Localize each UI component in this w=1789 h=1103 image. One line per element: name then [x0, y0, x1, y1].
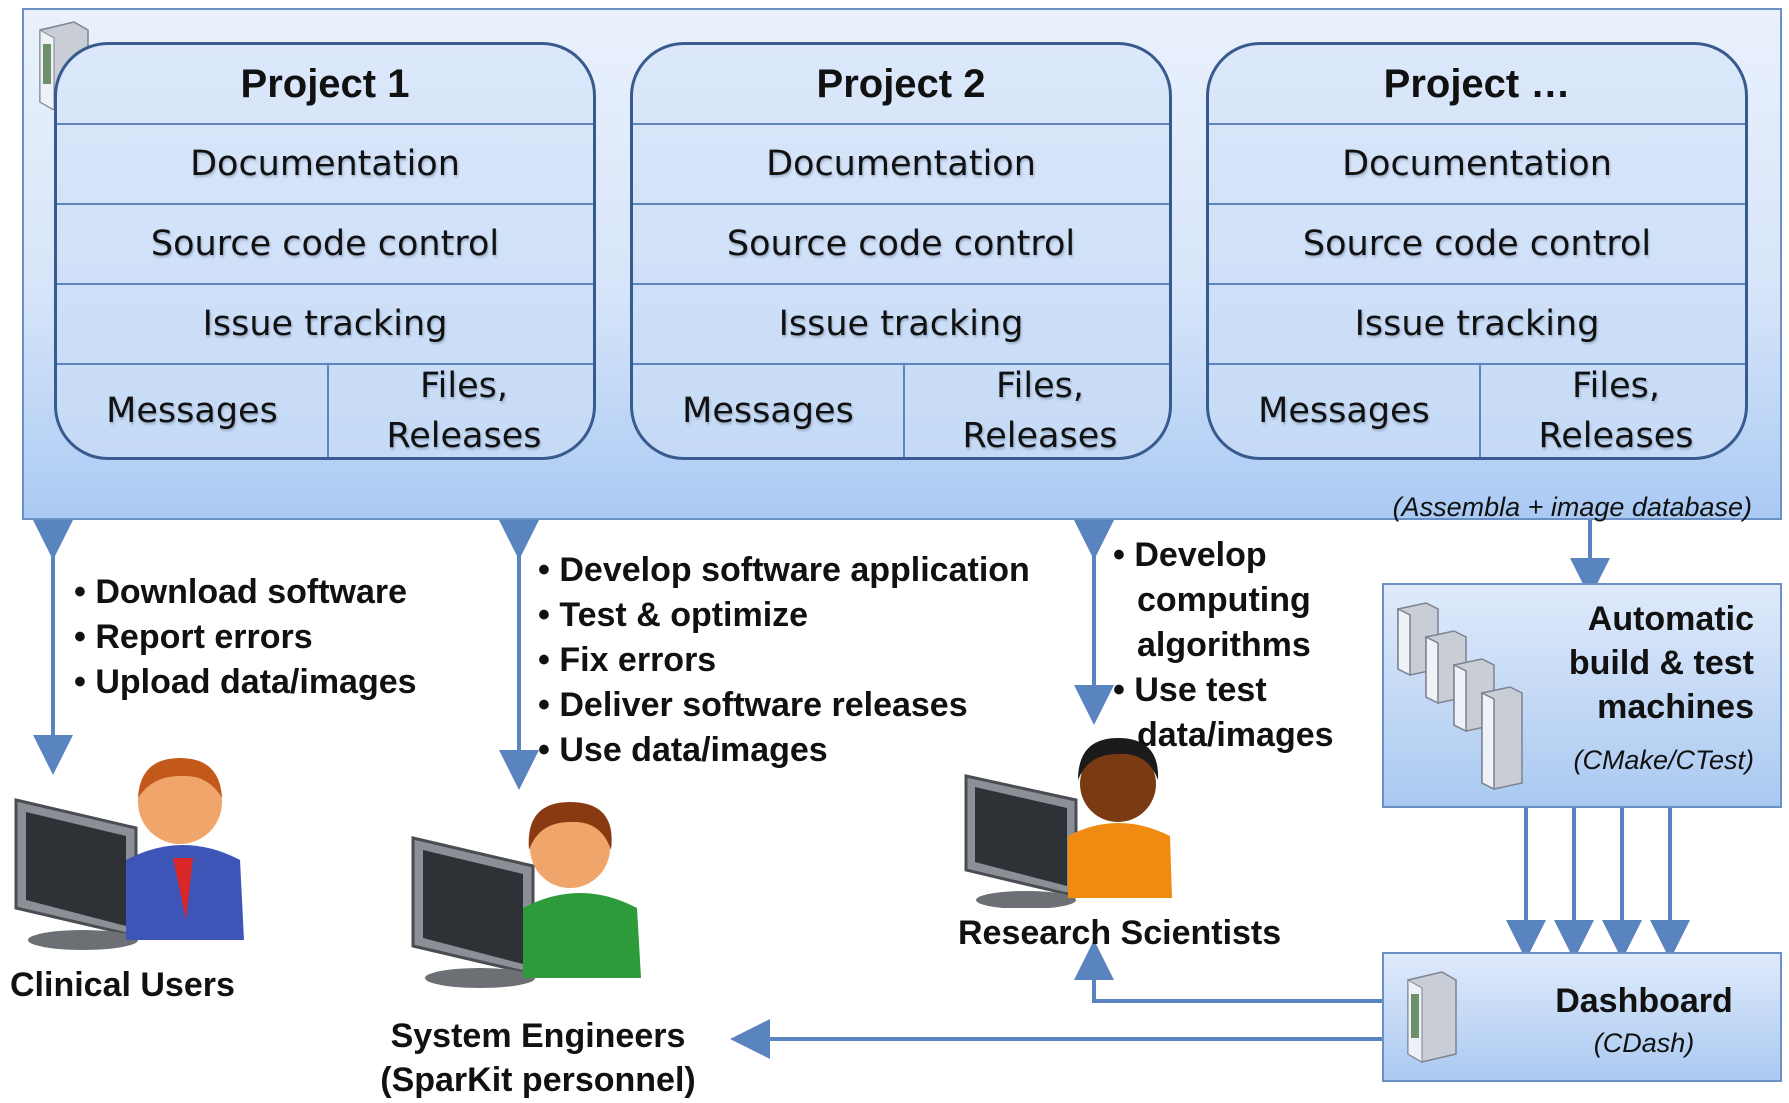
files-releases-cell[interactable]: Files, Releases	[327, 363, 593, 457]
files-releases-cell[interactable]: Files, Releases	[903, 363, 1169, 457]
research-scientists-label: Research Scientists	[958, 914, 1282, 952]
bullet-item: Download software	[74, 570, 417, 615]
bullet-item: Report errors	[74, 615, 417, 660]
dashboard-to-scientists-arrow	[1074, 940, 1382, 1003]
build-machines-box[interactable]: Automatic build & test machines (CMake/C…	[1382, 583, 1782, 808]
bullet-continuation: data/images	[1137, 716, 1334, 754]
bullet-item: Fix errors	[538, 638, 1030, 683]
issue-tracking-row[interactable]: Issue tracking	[633, 283, 1169, 364]
server-rack-icon	[1397, 602, 1523, 791]
engineers-bullets: Develop software application Test & opti…	[538, 548, 1030, 773]
releases-label: Releases	[1538, 416, 1694, 456]
files-label: Files,	[996, 366, 1084, 406]
source-code-row[interactable]: Source code control	[633, 203, 1169, 284]
dashboard-title: Dashboard	[1555, 982, 1733, 1020]
system-engineers-label: System Engineers (SparKit personnel)	[368, 1014, 708, 1102]
messages-cell[interactable]: Messages	[57, 363, 327, 457]
clinical-user-icon	[14, 758, 244, 950]
documentation-row[interactable]: Documentation	[633, 123, 1169, 204]
repository-band: Project 1 Documentation Source code cont…	[22, 8, 1782, 522]
project-title: Project 2	[816, 62, 986, 106]
bullet-item: Use data/images	[538, 728, 1030, 773]
project-card-1[interactable]: Project 1 Documentation Source code cont…	[54, 42, 596, 460]
bullet-item: Develop software application	[538, 548, 1029, 593]
releases-label: Releases	[962, 416, 1118, 456]
files-label: Files,	[420, 366, 508, 406]
bullet-item: Develop	[1113, 533, 1334, 578]
clinical-users-label: Clinical Users	[10, 966, 235, 1004]
bullet-item: Use test	[1113, 668, 1334, 713]
bullet-continuation: algorithms	[1137, 626, 1311, 664]
project-card-2[interactable]: Project 2 Documentation Source code cont…	[630, 42, 1172, 460]
server-icon	[1407, 971, 1457, 1063]
build-subtitle: (CMake/CTest)	[1573, 745, 1754, 775]
issue-tracking-row[interactable]: Issue tracking	[57, 283, 593, 364]
dashboard-subtitle: (CDash)	[1593, 1028, 1695, 1058]
documentation-row[interactable]: Documentation	[1209, 123, 1745, 204]
system-engineer-icon	[411, 802, 641, 988]
dashboard-box[interactable]: Dashboard (CDash)	[1382, 952, 1782, 1082]
system-engineers-subtitle: (SparKit personnel)	[380, 1061, 696, 1099]
issue-tracking-row[interactable]: Issue tracking	[1209, 283, 1745, 364]
project-title: Project …	[1383, 62, 1571, 106]
project-title: Project 1	[240, 62, 410, 106]
documentation-row[interactable]: Documentation	[57, 123, 593, 204]
repository-note: (Assembla + image database)	[1392, 492, 1752, 522]
build-title-line: build & test	[1568, 644, 1754, 682]
bullet-continuation: computing	[1137, 581, 1311, 619]
build-title-line: machines	[1597, 688, 1754, 726]
research-scientist-icon	[964, 738, 1172, 908]
clinical-bullets: Download software Report errors Upload d…	[74, 570, 417, 705]
system-engineers-title: System Engineers	[390, 1017, 686, 1055]
source-code-row[interactable]: Source code control	[57, 203, 593, 284]
bullet-item: Upload data/images	[74, 660, 416, 705]
build-machines-title: Automatic build & test machines	[1569, 597, 1754, 729]
releases-label: Releases	[386, 416, 542, 456]
bullet-item: Deliver software releases	[538, 683, 1030, 728]
files-releases-cell[interactable]: Files, Releases	[1479, 363, 1745, 457]
project-card-3[interactable]: Project … Documentation Source code cont…	[1206, 42, 1748, 460]
bullet-item: Test & optimize	[538, 593, 1030, 638]
source-code-row[interactable]: Source code control	[1209, 203, 1745, 284]
build-title-line: Automatic	[1587, 600, 1754, 638]
messages-cell[interactable]: Messages	[633, 363, 903, 457]
messages-cell[interactable]: Messages	[1209, 363, 1479, 457]
scientists-bullets: Develop computing algorithms Use test da…	[1113, 533, 1334, 758]
files-label: Files,	[1572, 366, 1660, 406]
